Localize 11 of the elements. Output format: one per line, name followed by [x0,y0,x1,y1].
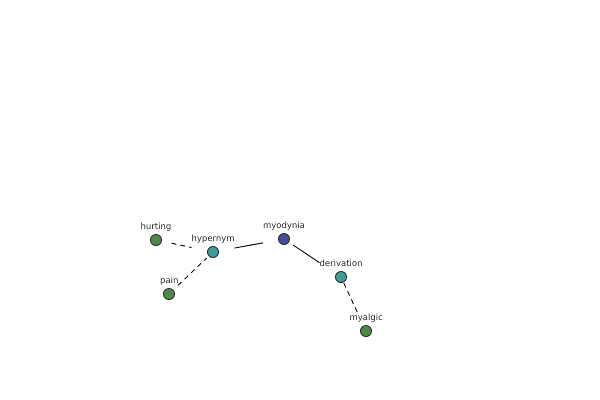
node-label: pain [160,276,178,287]
connector-line [292,244,320,264]
node-label: hypernym [192,234,235,245]
node-label: derivation [320,259,363,270]
node-label: hurting [140,222,172,233]
connector-line [178,258,208,286]
connector-line [234,242,264,249]
connector-line [343,282,358,314]
connector-line [171,242,192,248]
node-label: myalgic [350,313,383,324]
node-label: myodynia [263,221,305,232]
